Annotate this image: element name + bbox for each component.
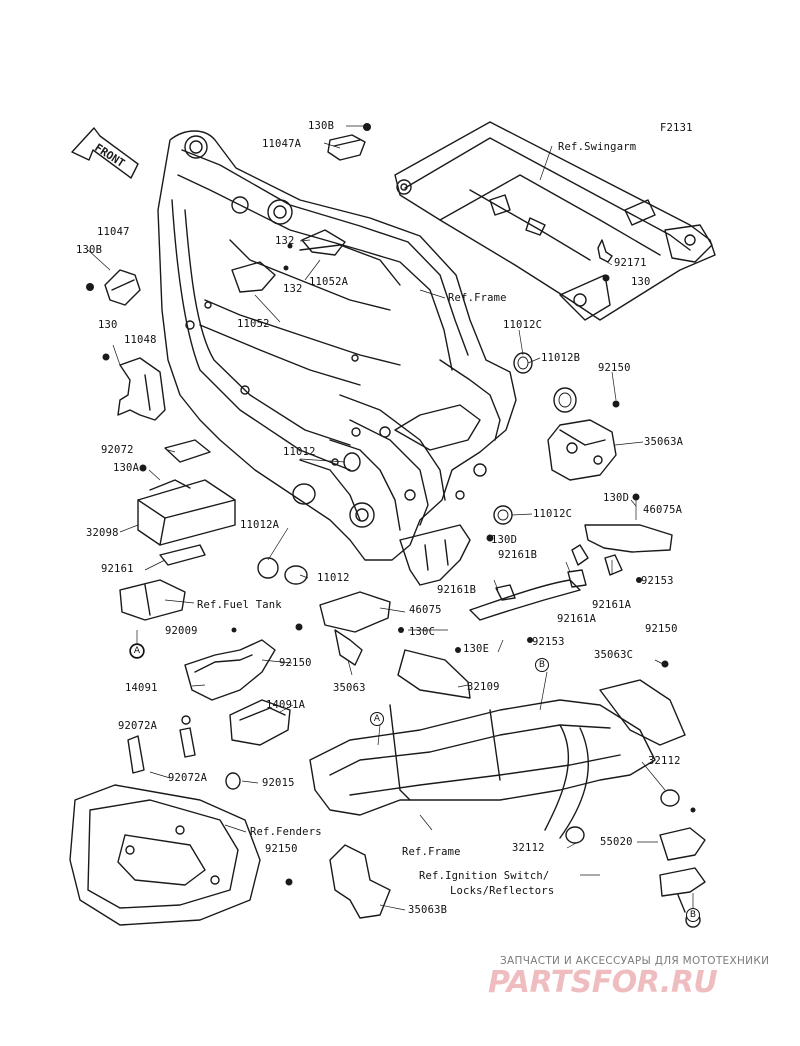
part-label-130B: 130B xyxy=(308,120,335,132)
part-label-130D: 130D xyxy=(603,492,630,504)
part-label-35063: 35063 xyxy=(333,682,366,694)
part-label-130C: 130C xyxy=(409,626,436,638)
fender-undertray-drawing xyxy=(69,784,261,926)
bracket-14091-drawing xyxy=(184,627,291,790)
part-label-130B: 130B xyxy=(76,244,103,256)
part-label-92161A: 92161A xyxy=(592,599,632,611)
part-label-11047A: 11047A xyxy=(262,138,302,150)
callout-A: A xyxy=(130,644,144,658)
bracket-35063B-drawing xyxy=(285,844,391,919)
part-label-46075A: 46075A xyxy=(643,504,683,516)
part-label-11012: 11012 xyxy=(283,446,316,458)
part-label-92009: 92009 xyxy=(165,625,198,637)
reference-label-ignition: Ref.Ignition Switch/ xyxy=(419,870,550,882)
part-label-130E: 130E xyxy=(463,643,490,655)
part-label-130: 130 xyxy=(631,276,651,288)
reference-label-fuel-tank: Ref.Fuel Tank xyxy=(197,599,282,611)
part-label-35063A: 35063A xyxy=(644,436,684,448)
swingarm-drawing xyxy=(394,121,716,321)
part-label-14091A: 14091A xyxy=(266,699,306,711)
part-label-11012B: 11012B xyxy=(541,352,581,364)
part-label-92150: 92150 xyxy=(279,657,312,669)
part-label-32112: 32112 xyxy=(512,842,545,854)
fuel-tank-bracket-drawing xyxy=(119,579,186,659)
part-label-11052: 11052 xyxy=(237,318,270,330)
part-label-32098: 32098 xyxy=(86,527,119,539)
main-frame-drawing xyxy=(157,130,517,586)
part-label-11012: 11012 xyxy=(317,572,350,584)
part-label-130: 130 xyxy=(98,319,118,331)
straps-92072A-drawing xyxy=(127,715,196,774)
front-label: FRONT xyxy=(92,141,127,170)
part-label-92150: 92150 xyxy=(645,623,678,635)
callout-B: B xyxy=(535,658,549,672)
part-label-92161: 92161 xyxy=(101,563,134,575)
part-label-55020: 55020 xyxy=(600,836,633,848)
part-label-130A: 130A xyxy=(113,462,140,474)
part-label-92150: 92150 xyxy=(265,843,298,855)
part-label-11012C: 11012C xyxy=(503,319,543,331)
reflector-55020-drawing xyxy=(659,807,706,928)
part-label-46075: 46075 xyxy=(409,604,442,616)
front-arrow-icon: FRONT xyxy=(71,127,139,179)
bracket-35063-drawing xyxy=(295,591,391,666)
bracket-35063A-drawing xyxy=(547,400,620,481)
reference-label-frame: Ref.Frame xyxy=(448,292,507,304)
part-label-11047: 11047 xyxy=(97,226,130,238)
part-label-92072A: 92072A xyxy=(118,720,158,732)
leader-lines xyxy=(87,125,694,913)
part-label-92072: 92072 xyxy=(101,444,134,456)
top-brackets-drawing xyxy=(86,123,371,421)
watermark-logo: PARTSFOR.RU xyxy=(488,965,718,1000)
part-label-11052A: 11052A xyxy=(309,276,349,288)
battery-case-drawing xyxy=(137,439,236,566)
reference-label-swingarm: Ref.Swingarm xyxy=(558,141,637,153)
reference-label-frame-lower: Ref.Frame xyxy=(402,846,461,858)
callout-B: B xyxy=(686,908,700,922)
part-label-35063C: 35063C xyxy=(594,649,634,661)
strap-46075-drawing xyxy=(469,493,673,643)
part-label-130D: 130D xyxy=(491,534,518,546)
part-label-92171: 92171 xyxy=(614,257,647,269)
watermark-tagline: ЗАПЧАСТИ И АКСЕССУАРЫ ДЛЯ МОТОТЕХНИКИ xyxy=(500,955,770,967)
part-label-92153: 92153 xyxy=(532,636,565,648)
part-label-32109: 32109 xyxy=(467,681,500,693)
part-label-92161A: 92161A xyxy=(557,613,597,625)
part-label-11012A: 11012A xyxy=(240,519,280,531)
part-label-92072A: 92072A xyxy=(168,772,208,784)
part-label-132: 132 xyxy=(283,283,303,295)
part-label-132: 132 xyxy=(275,235,295,247)
part-label-14091: 14091 xyxy=(125,682,158,694)
part-label-11048: 11048 xyxy=(124,334,157,346)
part-label-92015: 92015 xyxy=(262,777,295,789)
part-label-11012C: 11012C xyxy=(533,508,573,520)
callout-A: A xyxy=(370,712,384,726)
part-label-92150: 92150 xyxy=(598,362,631,374)
part-label-92153: 92153 xyxy=(641,575,674,587)
part-label-35063B: 35063B xyxy=(408,904,448,916)
reference-label-fenders: Ref.Fenders xyxy=(250,826,322,838)
rear-subframe-drawing xyxy=(309,627,686,844)
reference-label-locks-reflectors: Locks/Reflectors xyxy=(450,885,555,897)
part-label-32112: 32112 xyxy=(648,755,681,767)
figure-code: F2131 xyxy=(660,122,693,134)
part-label-92161B: 92161B xyxy=(498,549,538,561)
part-label-92161B: 92161B xyxy=(437,584,477,596)
